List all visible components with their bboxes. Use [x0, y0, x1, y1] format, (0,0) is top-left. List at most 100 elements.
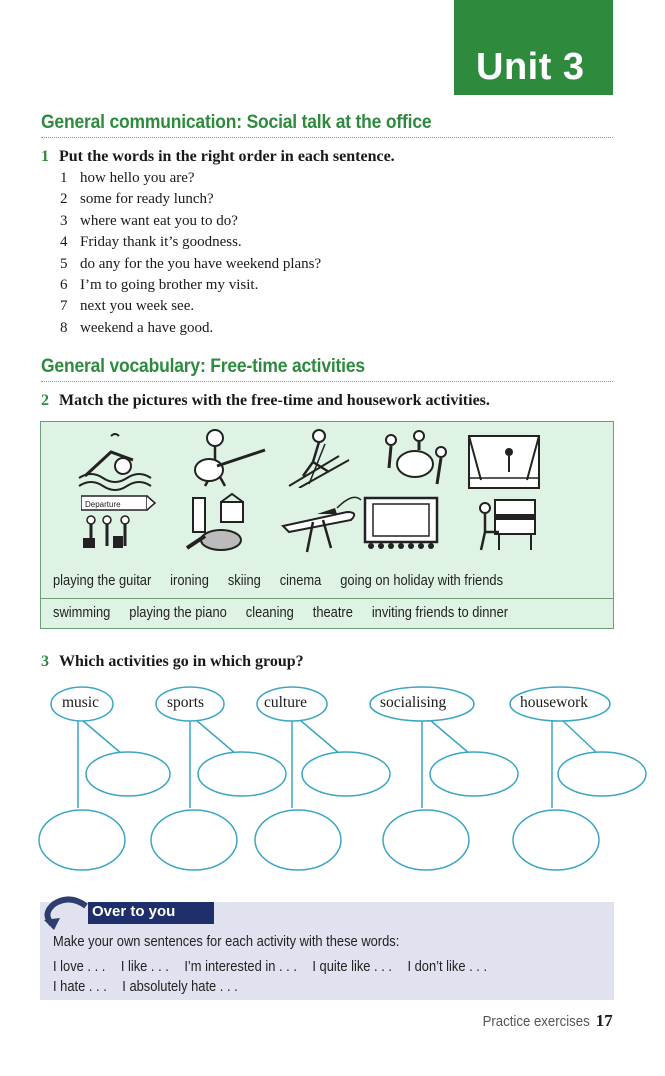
item-number: 6	[60, 276, 68, 293]
word-item: cinema	[279, 572, 322, 589]
unit-tab: Unit 3	[454, 0, 613, 95]
activity-group-diagram: music sports culture socialising housewo…	[0, 680, 665, 880]
item-text: do any for the you have weekend plans?	[80, 255, 322, 272]
category-label-socialising: socialising	[380, 694, 447, 711]
phrase-row-2: I hate . . .I absolutely hate . . .	[53, 978, 253, 995]
divider	[41, 381, 613, 382]
over-to-you-instruction: Make your own sentences for each activit…	[53, 933, 400, 950]
answer-bubble[interactable]	[197, 751, 287, 797]
divider	[41, 598, 613, 599]
phrase-item: I like . . .	[120, 958, 169, 975]
item-number: 1	[60, 170, 68, 186]
over-to-you-title: Over to you	[92, 903, 176, 920]
phrase-item: I’m interested in . . .	[184, 958, 297, 975]
piano-illustration	[479, 499, 536, 551]
item-number: 8	[60, 319, 68, 336]
picture-box: Departure playing the guitar ironing skiin…	[40, 421, 614, 629]
list-item: 1 how hello you are?	[60, 170, 321, 191]
page-number: 17	[595, 1011, 613, 1030]
item-text: how hello you are?	[80, 170, 195, 186]
answer-bubble[interactable]	[429, 751, 519, 797]
arrow-icon	[44, 896, 88, 930]
exercise-instruction: Match the pictures with the free-time an…	[59, 392, 490, 409]
item-text: weekend a have good.	[80, 319, 214, 336]
word-item: skiing	[227, 572, 261, 589]
list-item: 7 next you week see.	[60, 298, 321, 319]
answer-bubble[interactable]	[254, 809, 342, 871]
word-item: inviting friends to dinner	[371, 604, 509, 621]
phrase-item: I don’t like . . .	[407, 958, 488, 975]
exercise-instruction: Put the words in the right order in each…	[59, 148, 395, 165]
swimming-illustration	[78, 433, 152, 491]
sentence-list: 1 how hello you are? 2 some for ready lunc…	[60, 170, 321, 341]
word-item: playing the piano	[129, 604, 227, 621]
word-row-1: playing the guitar ironing skiing cinema goi…	[53, 572, 522, 589]
answer-bubble[interactable]	[512, 809, 600, 871]
category-label-culture: culture	[264, 694, 308, 711]
phrase-item: I quite like . . .	[312, 958, 392, 975]
list-item: 6 I’m to going brother my visit.	[60, 277, 321, 298]
answer-bubble[interactable]	[382, 809, 470, 871]
exercise-number: 2	[41, 392, 49, 409]
footer-label: Practice exercises	[482, 1013, 590, 1030]
category-label-housework: housework	[520, 694, 589, 711]
item-text: next you week see.	[80, 298, 195, 315]
list-item: 4 Friday thank it’s goodness.	[60, 234, 321, 255]
departure-sign-text: Departure	[85, 500, 121, 509]
exercise-2-title: 2 Match the pictures with the free-time a…	[41, 392, 490, 410]
category-label-music: music	[62, 694, 100, 711]
word-item: playing the guitar	[53, 572, 152, 589]
item-number: 2	[60, 191, 68, 208]
category-label-sports: sports	[167, 694, 205, 711]
item-number: 4	[60, 234, 68, 251]
word-item: swimming	[53, 604, 111, 621]
ironing-illustration	[280, 496, 362, 553]
word-item: theatre	[312, 604, 353, 621]
divider	[41, 137, 613, 138]
word-item: going on holiday with friends	[340, 572, 504, 589]
section-heading-vocabulary: General vocabulary: Free-time activities	[41, 356, 365, 377]
section-heading-communication: General communication: Social talk at th…	[41, 112, 432, 133]
list-item: 5 do any for the you have weekend plans?	[60, 256, 321, 277]
exercise-number: 3	[41, 653, 49, 670]
item-number: 5	[60, 255, 68, 272]
category-bubble-culture	[256, 686, 328, 722]
skiing-illustration	[288, 429, 350, 488]
holiday-illustration: Departure	[81, 495, 157, 548]
item-text: I’m to going brother my visit.	[80, 276, 259, 293]
word-row-2: swimming playing the piano cleaning theatre…	[53, 604, 527, 621]
item-text: where want eat you to do?	[80, 212, 238, 229]
list-item: 8 weekend a have good.	[60, 320, 321, 341]
answer-bubble[interactable]	[85, 751, 171, 797]
exercise-3-title: 3 Which activities go in which group?	[41, 653, 304, 671]
category-bubble-sports	[155, 686, 225, 722]
list-item: 3 where want eat you to do?	[60, 213, 321, 234]
exercise-number: 1	[41, 148, 49, 165]
diagram-lines	[38, 686, 647, 871]
guitar-illustration	[194, 429, 266, 487]
category-bubble-socialising	[369, 686, 475, 722]
item-number: 3	[60, 212, 68, 229]
answer-bubble[interactable]	[557, 751, 647, 797]
exercise-1-title: 1 Put the words in the right order in eac…	[41, 148, 395, 166]
category-bubble-music	[50, 686, 114, 722]
over-to-you-tab: Over to you	[88, 902, 214, 924]
answer-bubble[interactable]	[150, 809, 238, 871]
phrase-item: I hate . . .	[53, 978, 107, 995]
cleaning-illustration	[185, 492, 244, 551]
unit-label: Unit 3	[476, 46, 585, 88]
cinema-illustration	[363, 496, 439, 549]
word-item: cleaning	[245, 604, 294, 621]
phrase-item: I love . . .	[53, 958, 106, 975]
list-item: 2 some for ready lunch?	[60, 191, 321, 212]
dinner-party-illustration	[385, 430, 447, 485]
answer-bubble[interactable]	[301, 751, 391, 797]
exercise-instruction: Which activities go in which group?	[59, 653, 304, 670]
item-number: 7	[60, 298, 68, 315]
category-bubble-housework	[509, 686, 611, 722]
word-item: ironing	[170, 572, 209, 589]
phrase-row-1: I love . . . I like . . . I’m interested i…	[53, 958, 503, 975]
item-text: some for ready lunch?	[80, 191, 214, 208]
answer-bubble[interactable]	[38, 809, 126, 871]
item-text: Friday thank it’s goodness.	[80, 234, 242, 251]
